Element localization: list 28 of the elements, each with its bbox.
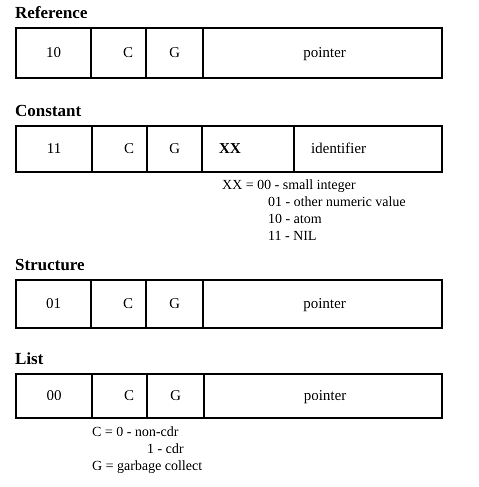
- note-text: C = 0 - non-cdr: [92, 424, 178, 441]
- note-text: 01 - other numeric value: [268, 194, 406, 211]
- field-text: C: [124, 386, 134, 406]
- field-text: G: [170, 386, 181, 406]
- field-text: pointer: [303, 44, 346, 63]
- field-text: 10: [46, 44, 61, 63]
- note-text: 11 - NIL: [268, 228, 316, 245]
- field-text: 00: [46, 386, 62, 406]
- field-text: 11: [46, 140, 62, 159]
- field-text: C: [122, 44, 133, 63]
- field-text: G: [169, 44, 180, 63]
- note-text: G = garbage collect: [92, 458, 202, 475]
- field-text: identifier: [311, 140, 366, 159]
- field-text: G: [169, 140, 180, 159]
- field-text: 01: [46, 294, 61, 314]
- field-text: pointer: [303, 294, 346, 314]
- field-text: C: [122, 294, 133, 314]
- field-text: C: [124, 140, 134, 159]
- record-heading: Structure: [15, 254, 85, 276]
- field-text: G: [169, 294, 180, 314]
- note-text: 1 - cdr: [147, 441, 184, 458]
- note-text: 10 - atom: [268, 211, 322, 228]
- note-text: XX = 00 - small integer: [222, 177, 356, 194]
- record-heading: Constant: [15, 100, 82, 122]
- field-text: XX: [219, 140, 241, 159]
- record-heading: Reference: [15, 2, 88, 24]
- record-heading: List: [15, 348, 44, 370]
- field-text: pointer: [304, 386, 346, 406]
